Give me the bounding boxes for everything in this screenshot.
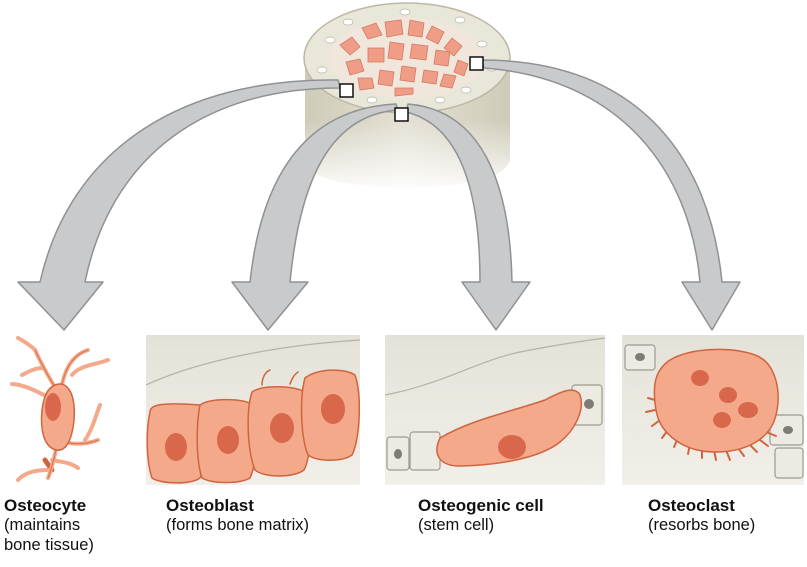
osteoclast-desc: (resorbs bone) (648, 516, 756, 535)
osteogenic-cell-illustration (384, 335, 606, 485)
osteoclast-illustration (622, 335, 804, 485)
spongy-bone-pattern (339, 19, 469, 97)
arrow-to-osteoblast (231, 103, 399, 331)
arrow-to-osteocyte (17, 79, 341, 331)
osteoblast-name: Osteoblast (166, 496, 254, 515)
osteoclast-name: Osteoclast (648, 496, 735, 515)
sample-markers (339, 56, 484, 122)
osteoclast-label: Osteoclast (resorbs bone) (648, 496, 755, 536)
arrow-to-osteoclast (481, 59, 741, 331)
osteocyte-desc-line1: (maintains (4, 516, 81, 535)
osteoblast-illustration (145, 335, 361, 485)
osteoblast-desc: (forms bone matrix) (166, 516, 310, 535)
osteoblast-label: Osteoblast (forms bone matrix) (166, 496, 309, 536)
osteogenic-cell-desc: (stem cell) (418, 516, 495, 535)
arrows (17, 59, 741, 331)
osteocyte-label: Osteocyte (maintains bone tissue) (4, 496, 94, 555)
osteogenic-cell-label: Osteogenic cell (stem cell) (418, 496, 544, 536)
osteocyte-illustration (10, 336, 110, 482)
osteogenic-cell-name: Osteogenic cell (418, 496, 544, 515)
osteocyte-desc-line2: bone tissue) (4, 535, 94, 554)
osteocyte-name: Osteocyte (4, 496, 87, 515)
arrow-to-osteogenic-cell (405, 103, 531, 331)
